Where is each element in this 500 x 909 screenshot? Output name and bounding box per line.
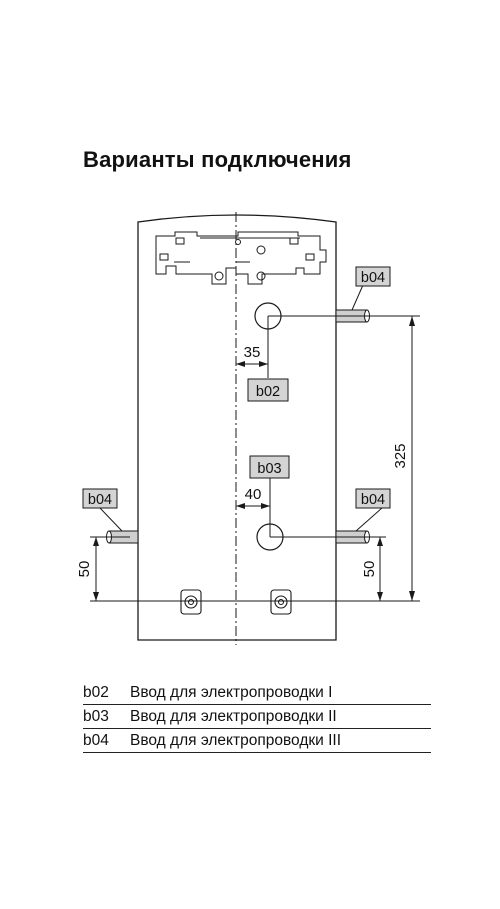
legend-text: Ввод для электропроводки III — [130, 731, 342, 749]
legend-row: b04 Ввод для электропроводки III — [83, 729, 431, 753]
dimension-325: 325 — [392, 443, 409, 468]
legend-table: b02 Ввод для электропроводки I b03 Ввод … — [83, 681, 431, 753]
dimension-40: 40 — [245, 486, 262, 503]
appliance-outline — [137, 214, 337, 641]
dimension-arrows — [93, 316, 415, 601]
label-b04-right-top: b04 — [361, 270, 385, 286]
label-boxes — [82, 266, 391, 509]
label-box-b04-left — [82, 488, 118, 509]
label-box-b02 — [247, 378, 289, 402]
legend-text: Ввод для электропроводки II — [130, 707, 337, 725]
dimension-50-left: 50 — [76, 561, 93, 578]
legend-text: Ввод для электропроводки I — [130, 683, 333, 701]
mounting-bracket — [155, 231, 327, 285]
label-b04-right-mid: b04 — [361, 492, 385, 508]
label-box-b04-right-top — [355, 266, 391, 287]
label-box-b03 — [249, 455, 290, 479]
dimension-35: 35 — [244, 344, 261, 361]
label-b02: b02 — [256, 384, 280, 400]
legend-row: b02 Ввод для электропроводки I — [83, 681, 431, 705]
label-b04-left: b04 — [88, 492, 112, 508]
dimension-50-right: 50 — [361, 561, 378, 578]
legend-code: b02 — [83, 683, 109, 701]
legend-code: b04 — [83, 731, 109, 749]
label-b03: b03 — [257, 461, 281, 477]
page-title: Варианты подключения — [83, 147, 352, 172]
dimension-lines — [90, 284, 420, 602]
legend-row: b03 Ввод для электропроводки II — [83, 705, 431, 729]
label-box-b04-right-mid — [355, 488, 391, 509]
side-pipes — [106, 309, 370, 544]
legend-code: b03 — [83, 707, 109, 725]
